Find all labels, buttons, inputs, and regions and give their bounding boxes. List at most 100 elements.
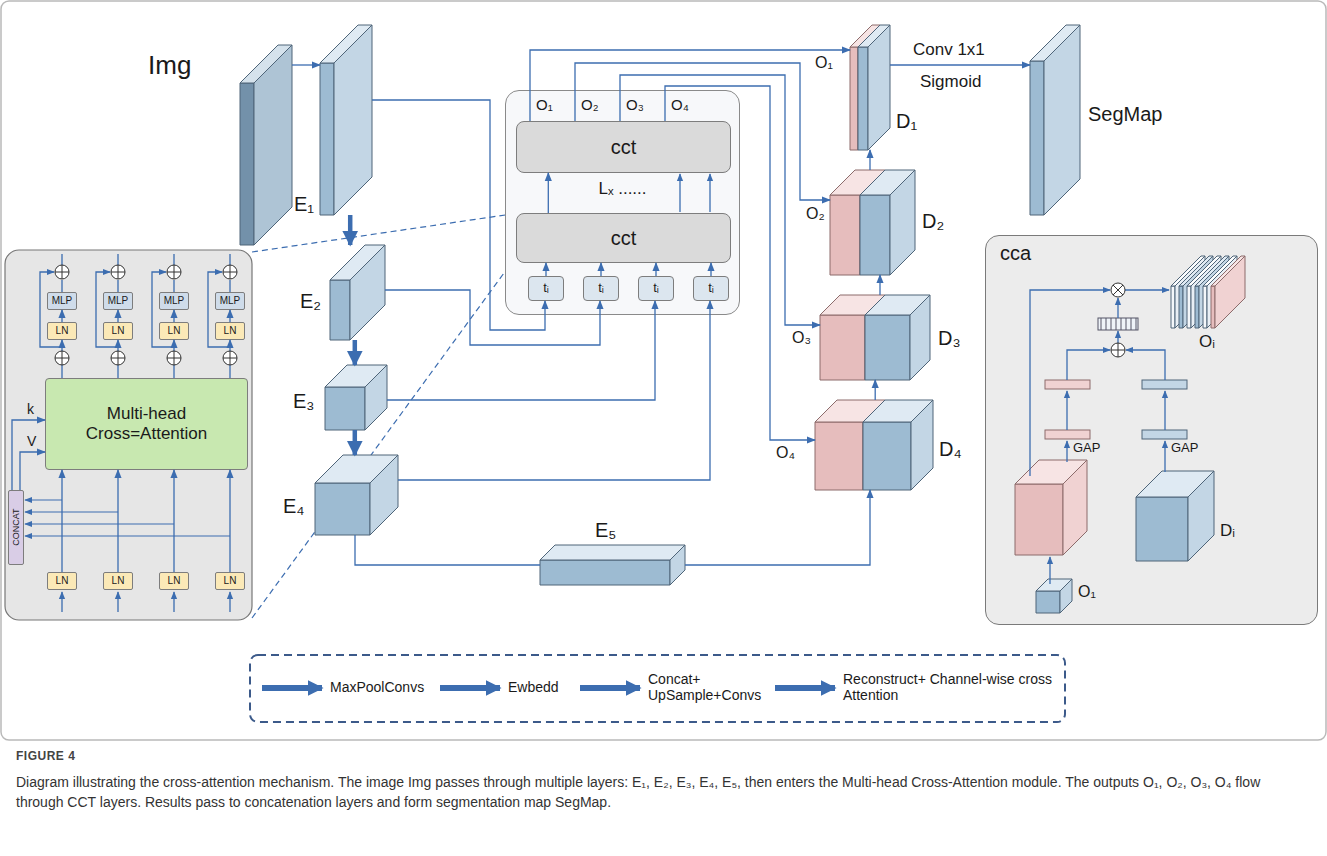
connector — [173, 470, 174, 572]
feature-label: O₁ — [536, 96, 553, 113]
layernorm-box: LN — [47, 322, 77, 340]
legend-text: Ewbedd — [508, 679, 559, 695]
box-label: tᵢ — [598, 281, 604, 296]
block-shape — [850, 25, 890, 150]
skip-feature: O₁ — [1036, 579, 1072, 613]
connector — [620, 75, 820, 325]
block-label: E₂ — [300, 290, 321, 313]
connector — [12, 420, 45, 490]
connector — [61, 470, 62, 572]
block-label: D₃ — [938, 327, 961, 350]
legend-frame — [250, 655, 1065, 722]
connector — [398, 301, 710, 480]
block-label: Dᵢ — [1220, 521, 1235, 541]
block-shape — [815, 400, 933, 490]
caption: Diagram illustrating the cross-attention… — [16, 772, 1306, 812]
connector — [372, 100, 545, 330]
feature-label: O₃ — [792, 329, 811, 347]
box-label: MLP — [164, 295, 185, 307]
connector — [353, 430, 358, 455]
token-box: tᵢ — [693, 276, 729, 301]
zoom-line — [252, 214, 512, 618]
block-label: D₂ — [922, 210, 944, 233]
token-box: tᵢ — [638, 276, 674, 301]
box-label: LN — [224, 325, 237, 337]
box-label: cct — [611, 227, 637, 250]
block-shape — [1171, 256, 1245, 328]
layernorm-box: LN — [159, 572, 189, 590]
cct-box: cct — [516, 121, 731, 173]
feature-label: O₁ — [815, 54, 833, 72]
block-label: E₁ — [294, 193, 314, 216]
block-label: E₄ — [283, 495, 305, 518]
box-label: LN — [56, 575, 69, 587]
connector — [353, 340, 358, 365]
transformer-detail-panel — [5, 250, 252, 620]
connector — [348, 215, 353, 245]
connector — [875, 380, 876, 400]
connector — [545, 263, 546, 276]
block-shape — [315, 455, 398, 535]
connector — [292, 64, 320, 65]
decoder-block: D₂ — [830, 170, 915, 275]
block-shape — [325, 365, 387, 430]
middle-arrows — [680, 174, 710, 212]
feature-label: O₄ — [776, 444, 795, 462]
encoder-block: E₄ — [315, 455, 398, 535]
feature-label: O₂ — [581, 96, 599, 113]
connector — [117, 470, 118, 572]
mlp-box: MLP — [159, 292, 189, 310]
connector — [890, 64, 1030, 65]
connector — [229, 310, 230, 322]
connector — [355, 535, 540, 565]
connector — [710, 263, 711, 276]
connector — [600, 263, 601, 276]
block-shape — [320, 25, 372, 215]
decoder-feature: Dᵢ — [1136, 471, 1214, 561]
box-label: LN — [56, 325, 69, 337]
token-box: tᵢ — [528, 276, 564, 301]
feature-label: O₂ — [806, 205, 825, 223]
block-shape — [330, 245, 385, 340]
connector — [387, 301, 655, 400]
layernorm-box: LN — [215, 572, 245, 590]
box-label: LN — [168, 575, 181, 587]
connector — [20, 452, 45, 490]
box-label: LN — [168, 325, 181, 337]
token-box: tᵢ — [583, 276, 619, 301]
block-label: cca — [1000, 242, 1031, 265]
legend-text: MaxPoolConvs — [330, 679, 424, 695]
connector — [548, 173, 549, 213]
box-label: cct — [611, 136, 637, 159]
layernorm-box: LN — [47, 572, 77, 590]
feature-label: Sigmoid — [920, 72, 981, 92]
edge-label: Conv 1x1 — [913, 40, 985, 60]
box-label: LN — [112, 325, 125, 337]
box-label: Multi-head Cross=Attention — [53, 404, 240, 443]
block-label: SegMap — [1088, 103, 1163, 126]
box-label: LN — [112, 575, 125, 587]
edge-label: V — [27, 433, 36, 449]
layernorm-box: LN — [159, 322, 189, 340]
connector — [385, 290, 600, 345]
connector — [117, 310, 118, 322]
concat-box: CONCAT — [8, 490, 24, 565]
connector — [229, 470, 230, 572]
box-label: MLP — [108, 295, 129, 307]
block-label: E₃ — [293, 390, 314, 413]
block-label: D₄ — [939, 438, 962, 461]
connector — [575, 63, 830, 200]
image-slab: Img — [240, 45, 292, 245]
mlp-box: MLP — [215, 292, 245, 310]
block-shape — [1136, 471, 1214, 561]
box-label: tᵢ — [708, 281, 714, 296]
legend-text: Reconstruct+ Channel-wise cross Attentio… — [843, 671, 1053, 703]
bottleneck-block: E₅ — [540, 545, 685, 585]
block-label: E₅ — [595, 519, 616, 542]
block-label: Img — [148, 51, 191, 81]
box-label: LN — [224, 575, 237, 587]
feature-label: O₃ — [626, 96, 644, 113]
output-stack: Oᵢ — [1171, 256, 1245, 328]
